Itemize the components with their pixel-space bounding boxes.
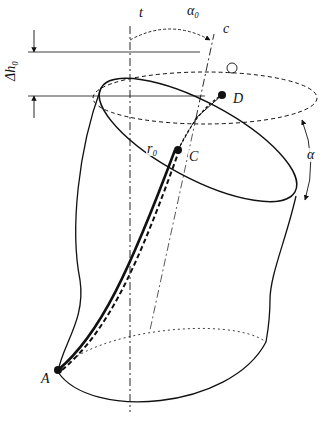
angle-label: α₀ [186,4,200,18]
point-label: C [188,150,199,164]
axis-label: t [138,6,144,20]
dimension-label: Δh₀ [4,60,18,82]
axis-label: c [222,22,230,36]
radius-label: r₀ [146,142,158,156]
point-label: D [232,92,244,106]
angle-label: α [306,148,315,162]
point-label: A [40,372,51,386]
